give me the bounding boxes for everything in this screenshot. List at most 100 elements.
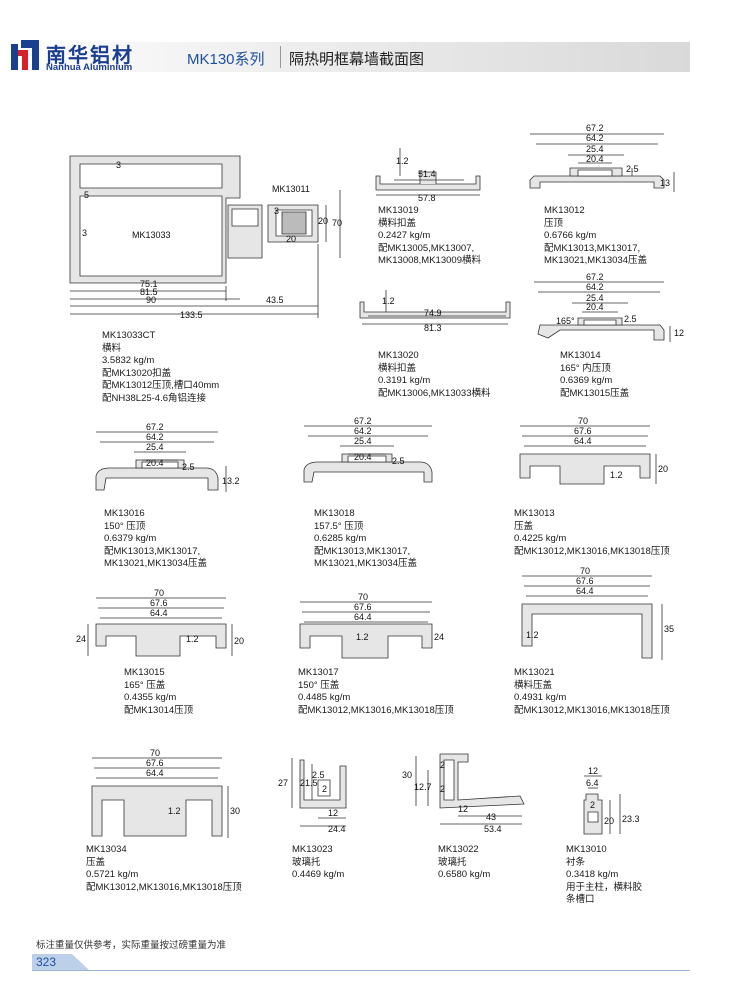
footer-rule xyxy=(32,970,690,971)
dim-text: 2 xyxy=(440,784,445,794)
caption-line: 157.5° 压顶 xyxy=(314,520,364,532)
dim-text: 51.4 xyxy=(418,169,436,179)
caption-mk13022: MK13022 玻璃托 0.6580 kg/m xyxy=(438,844,490,882)
dim-text: 1.2 xyxy=(186,634,199,644)
dim-text: 20 xyxy=(604,816,614,826)
dim-text: 13 xyxy=(660,178,670,188)
dim-text: 67.6 xyxy=(576,576,594,586)
dim-text: 20.4 xyxy=(146,458,164,468)
caption-mk13018: MK13018 157.5° 压顶 0.6285 kg/m 配MK13013,M… xyxy=(314,508,417,571)
caption-line: MK13021,MK13034压盖 xyxy=(104,558,207,569)
dim-text: MK13011 xyxy=(272,184,310,194)
caption-line: 0.4931 kg/m xyxy=(514,692,567,703)
caption-line: MK13021,MK13034压盖 xyxy=(544,255,647,266)
dim-text: 67.2 xyxy=(586,272,604,282)
caption-line: 配MK13012,MK13016,MK13018压顶 xyxy=(86,881,242,893)
dim-text: 21.5 xyxy=(300,778,318,788)
caption-mk13021: MK13021 横料压盖 0.4931 kg/m 配MK13012,MK1301… xyxy=(514,667,670,717)
caption-line: 150° 压盖 xyxy=(298,679,340,691)
dim-text: 67.6 xyxy=(150,598,168,608)
dim-text: 165° xyxy=(556,316,575,326)
caption-mk13010: MK13010 衬条 0.3418 kg/m 用于主柱，横料胶 条槽口 xyxy=(566,844,642,907)
header-bar xyxy=(0,42,690,72)
dim-text: 70 xyxy=(150,748,160,758)
dim-text: 30 xyxy=(402,770,412,780)
dim-text: 64.2 xyxy=(354,426,372,436)
caption-line: 横料 xyxy=(102,342,122,354)
caption-line: 压顶 xyxy=(544,217,564,229)
dim-text: 53.4 xyxy=(484,824,502,834)
caption-line: MK13017 xyxy=(298,667,339,678)
caption-line: 配MK13015压盖 xyxy=(560,387,630,399)
caption-line: 0.4355 kg/m xyxy=(124,692,177,703)
dim-text: 64.2 xyxy=(586,282,604,292)
dim-text: 133.5 xyxy=(180,310,203,320)
dim-text: 30 xyxy=(230,806,240,816)
dim-text: 20.4 xyxy=(586,154,604,164)
dim-text: 3 xyxy=(116,160,121,170)
profile-mk13018 xyxy=(303,425,433,483)
dim-text: 2 xyxy=(590,800,595,810)
dim-text: 6.4 xyxy=(586,778,599,788)
caption-line: 玻璃托 xyxy=(438,856,467,868)
dim-text: 90 xyxy=(146,295,156,305)
caption-line: 配MK13006,MK13033横料 xyxy=(378,387,491,399)
caption-line: 条槽口 xyxy=(566,894,595,905)
caption-line: 0.4225 kg/m xyxy=(514,533,567,544)
dim-text: 1.2 xyxy=(356,632,369,642)
dim-text: 64.4 xyxy=(354,612,372,622)
dim-text: 2.5 xyxy=(312,770,325,780)
logo-chinese-name: 南华铝材 xyxy=(46,45,134,67)
caption-line: 0.3191 kg/m xyxy=(378,375,431,386)
dim-text: 74.9 xyxy=(424,308,442,318)
caption-mk13023: MK13023 玻璃托 0.4469 kg/m xyxy=(292,844,344,882)
caption-line: 0.5721 kg/m xyxy=(86,869,139,880)
dim-text: 24 xyxy=(76,634,86,644)
dim-text: 64.4 xyxy=(150,608,168,618)
dim-text: 1.2 xyxy=(526,630,539,640)
caption-line: 配MK13014压顶 xyxy=(124,704,194,716)
dim-text: 20 xyxy=(234,636,244,646)
logo-english-name: Nanhua Aluminium xyxy=(46,62,133,73)
dim-text: MK13033 xyxy=(132,230,171,240)
caption-line: MK13023 xyxy=(292,844,333,855)
caption-line: 0.6285 kg/m xyxy=(314,533,367,544)
dim-text: 3 xyxy=(82,228,87,238)
dim-text: 1.2 xyxy=(396,156,409,166)
caption-line: MK13014 xyxy=(560,350,601,361)
caption-line: MK13013 xyxy=(514,508,555,519)
caption-line: MK13012 xyxy=(544,205,585,216)
dim-text: 67.2 xyxy=(146,422,164,432)
caption-line: 横料扣盖 xyxy=(378,217,417,229)
dim-text: 2.5 xyxy=(182,462,195,472)
dim-text: 64.4 xyxy=(576,586,594,596)
profile-mk13034 xyxy=(91,757,229,838)
dim-text: 2 xyxy=(440,760,445,770)
caption-mk13017: MK13017 150° 压盖 0.4485 kg/m 配MK13012,MK1… xyxy=(298,667,454,717)
caption-mk13014: MK13014 165° 内压顶 0.6369 kg/m 配MK13015压盖 xyxy=(560,350,629,400)
dim-text: 70 xyxy=(154,588,164,598)
profile-mk13016 xyxy=(95,431,227,492)
caption-line: 配MK13013,MK13017, xyxy=(314,545,411,557)
caption-line: 165° 压盖 xyxy=(124,679,166,691)
dim-text: 2.5 xyxy=(626,164,639,174)
caption-line: 配MK13013,MK13017, xyxy=(544,242,641,254)
dim-text: 67.2 xyxy=(354,416,372,426)
caption-mk13034: MK13034 压盖 0.5721 kg/m 配MK13012,MK13016,… xyxy=(86,844,242,894)
dim-text: 20.4 xyxy=(354,452,372,462)
caption-line: 配MK13012,MK13016,MK13018压顶 xyxy=(514,545,670,557)
caption-mk13020: MK13020 横料扣盖 0.3191 kg/m 配MK13006,MK1303… xyxy=(378,350,490,400)
dim-text: 67.2 xyxy=(586,123,604,133)
weight-disclaimer: 标注重量仅供参考，实际重量按过磅重量为准 xyxy=(36,940,227,951)
dim-text: 20 xyxy=(318,216,328,226)
caption-line: 0.4485 kg/m xyxy=(298,692,351,703)
caption-line: 衬条 xyxy=(566,856,586,868)
dim-text: 23.3 xyxy=(622,814,640,824)
profile-mk13021 xyxy=(521,575,663,660)
dim-text: 12.7 xyxy=(414,782,432,792)
profile-mk13033ct xyxy=(69,155,341,318)
dim-text: 13.2 xyxy=(222,476,240,486)
dim-text: 2.5 xyxy=(392,456,405,466)
dim-text: 5 xyxy=(84,190,89,200)
